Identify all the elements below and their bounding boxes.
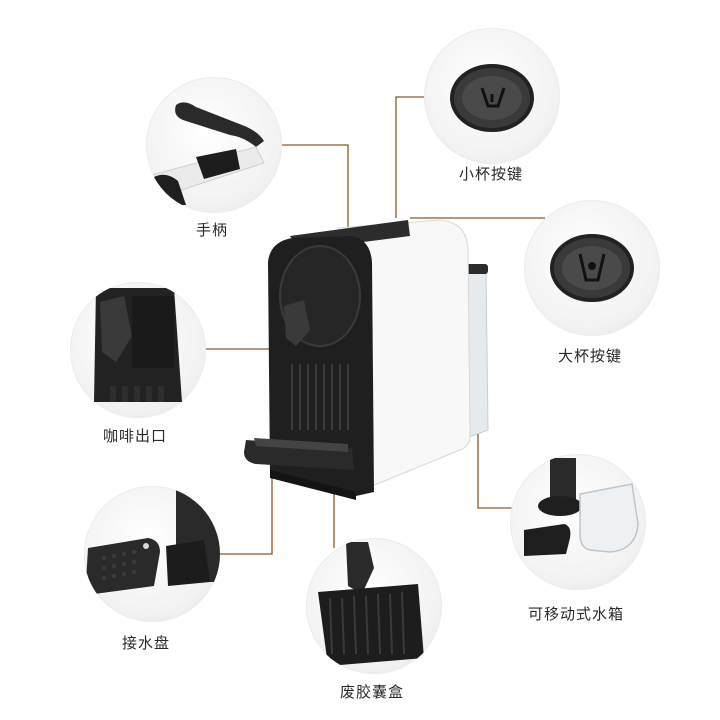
machine-drip-grate [254,438,348,452]
drip-tray-icon [86,486,220,594]
large-cup-button-icon [550,234,634,302]
detail-large-cup-button [524,200,660,336]
detail-removable-water-tank [510,454,646,590]
detail-small-cup-button [424,28,560,164]
label-drip-tray: 接水盘 [122,634,171,652]
label-large-cup-button: 大杯按键 [558,347,623,365]
machine-base [270,470,356,500]
small-cup-button-icon [450,64,534,132]
detail-coffee-outlet [70,282,206,418]
label-waste-capsule-box: 废胶囊盒 [340,683,405,701]
capsule-bin-icon [318,542,424,666]
label-coffee-outlet: 咖啡出口 [103,427,168,445]
label-removable-water-tank: 可移动式水箱 [528,605,625,623]
machine-vent-grille [291,364,349,430]
label-handle: 手柄 [196,221,229,239]
machine-spout [284,300,310,346]
water-tank-icon [524,458,639,556]
label-small-cup-button: 小杯按键 [459,165,524,183]
coffee-spout-icon [94,288,182,402]
lever-handle-icon [151,102,265,205]
detail-handle [146,77,282,213]
detail-waste-capsule-box [306,538,442,674]
detail-drip-tray [84,486,220,622]
